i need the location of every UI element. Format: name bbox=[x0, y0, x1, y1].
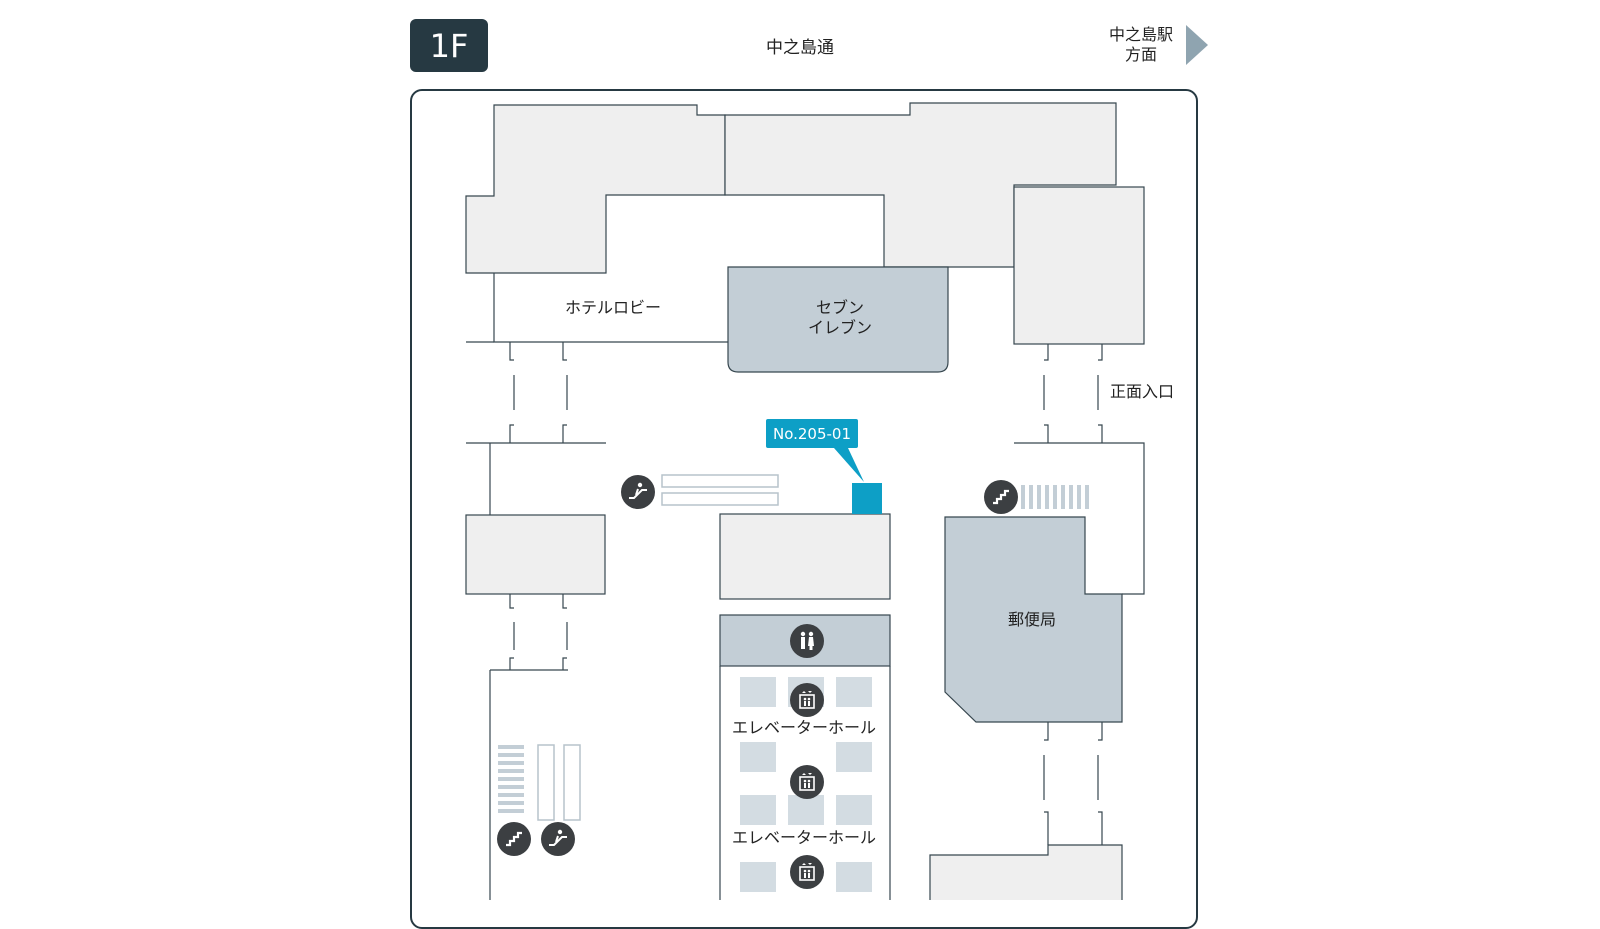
building-top-left bbox=[465, 104, 726, 274]
shop-callout[interactable]: No.205-01 bbox=[766, 419, 858, 448]
elevator-hall-label-1: エレベーターホール bbox=[730, 718, 879, 738]
escalator-icon bbox=[541, 822, 575, 856]
direction-line2: 方面 bbox=[1124, 45, 1157, 64]
building-top-middle bbox=[724, 102, 1117, 268]
main-entrance-label: 正面入口 bbox=[1110, 382, 1175, 401]
seven-eleven-shape bbox=[727, 266, 949, 373]
callout-target bbox=[852, 483, 882, 514]
post-office-label: 郵便局 bbox=[1008, 610, 1057, 629]
escalator-icon bbox=[621, 475, 655, 509]
escalator-tracks-vertical bbox=[537, 744, 581, 821]
elevator-hall-label-2: エレベーターホール bbox=[730, 828, 879, 848]
elevator-icon bbox=[790, 683, 824, 717]
seven-eleven-line1: セブン bbox=[815, 298, 864, 317]
elevator-icon bbox=[790, 765, 824, 799]
building-top-right bbox=[1013, 186, 1145, 345]
stairs-icon bbox=[984, 480, 1018, 514]
building-center bbox=[719, 513, 891, 600]
street-label: 中之島通 bbox=[766, 38, 834, 58]
callout-pointer bbox=[834, 448, 864, 482]
elevator-icon bbox=[790, 855, 824, 889]
direction-arrow-icon bbox=[1186, 25, 1208, 65]
building-bottom-right bbox=[929, 844, 1123, 900]
stairs-stripes-left bbox=[498, 745, 524, 813]
building-left-middle bbox=[465, 514, 606, 595]
floor-badge: 1F bbox=[410, 19, 488, 72]
direction-line1: 中之島駅 bbox=[1108, 25, 1173, 44]
elevator-cars bbox=[740, 677, 872, 892]
stairs-stripes-right bbox=[1021, 485, 1089, 509]
stairs-icon bbox=[497, 822, 531, 856]
seven-eleven-label: セブン イレブン bbox=[800, 298, 880, 338]
floor-plan bbox=[465, 102, 1145, 900]
seven-eleven-line2: イレブン bbox=[807, 318, 872, 337]
restroom-icon bbox=[790, 624, 824, 658]
hotel-lobby-label: ホテルロビー bbox=[565, 298, 662, 317]
escalator-tracks bbox=[661, 474, 779, 506]
direction-label: 中之島駅 方面 bbox=[1096, 25, 1186, 65]
post-office-shape bbox=[944, 516, 1123, 723]
